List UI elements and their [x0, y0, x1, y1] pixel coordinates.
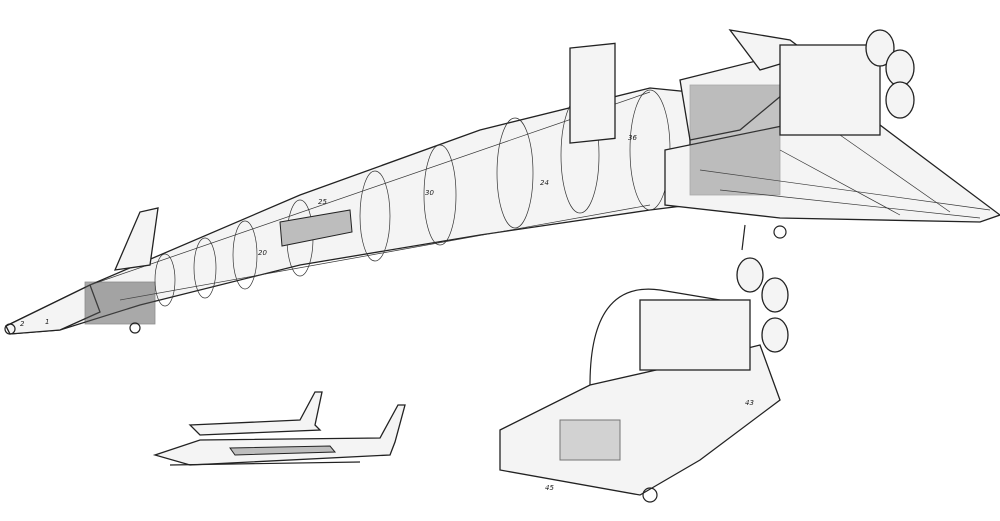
main-fuselage-cutaway — [4, 42, 691, 335]
nose-cone — [5, 284, 101, 335]
part-label: 24 — [540, 179, 549, 187]
engine-module-detail: 45 43 — [499, 257, 789, 503]
module-label: 45 — [545, 484, 554, 492]
module-nozzles — [736, 257, 789, 353]
module-label: 43 — [745, 399, 754, 407]
part-label: 20 — [258, 249, 267, 257]
part-label: 1 — [45, 318, 49, 326]
part-label: 25 — [318, 198, 327, 206]
cargo-pallet — [279, 209, 353, 247]
tail-fin — [113, 207, 159, 271]
part-label: 36 — [628, 134, 637, 142]
aft-section-and-wing — [664, 29, 1000, 251]
part-label: 2 — [20, 320, 25, 328]
carrier-aircraft-with-orbiter — [152, 391, 406, 466]
part-label: 30 — [425, 189, 434, 197]
engine-nozzles — [865, 29, 915, 119]
